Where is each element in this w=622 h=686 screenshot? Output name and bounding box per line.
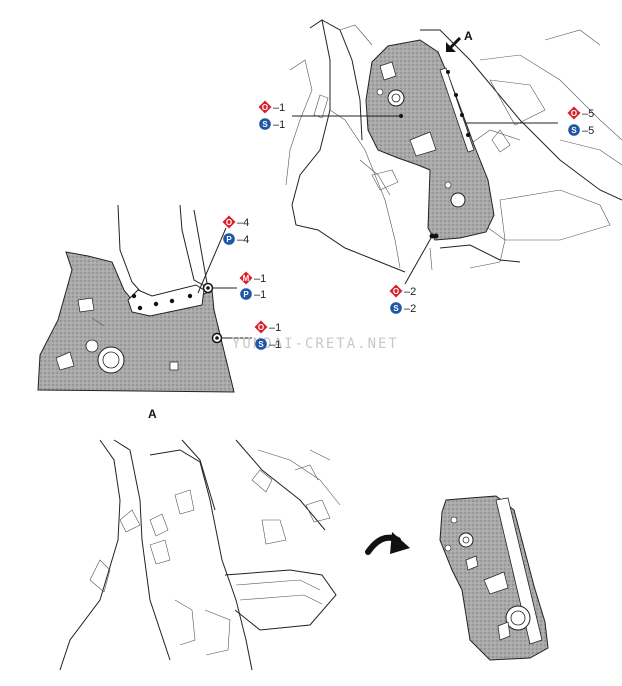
callout-c-s5: S –5 xyxy=(568,124,594,137)
top-panel-stippled xyxy=(365,39,495,241)
leader-lines-detail xyxy=(197,227,252,339)
callout-c-s2: S –2 xyxy=(390,302,416,315)
callout-suffix: –4 xyxy=(237,217,249,229)
callout-c-o1: O –1 xyxy=(258,100,285,114)
detail-letter-a: A xyxy=(148,407,157,421)
bottom-body-line-drawing xyxy=(59,439,341,671)
diamond-badge-icon xyxy=(239,271,253,285)
callout-suffix: –2 xyxy=(404,286,416,298)
callout-c-o2: O –2 xyxy=(389,284,416,298)
circle-badge-icon xyxy=(240,288,252,300)
diamond-badge-icon xyxy=(389,284,403,298)
callout-glyph: M xyxy=(243,274,250,283)
removed-panel-stippled xyxy=(439,495,549,661)
callout-glyph: S xyxy=(262,120,268,129)
callout-suffix: –5 xyxy=(582,125,594,137)
circle-badge-icon xyxy=(390,302,402,314)
diamond-badge-icon xyxy=(254,320,268,334)
callout-c-m1: M –1 xyxy=(239,271,266,285)
diamond-badge-icon xyxy=(567,106,581,120)
callout-c-o1b: O –1 xyxy=(254,320,281,334)
callout-suffix: –2 xyxy=(404,303,416,315)
callout-suffix: –4 xyxy=(237,234,249,246)
callout-glyph: O xyxy=(262,103,268,112)
callout-glyph: S xyxy=(258,340,264,349)
callout-suffix: –5 xyxy=(582,108,594,120)
callout-suffix: –1 xyxy=(254,273,266,285)
callout-glyph: P xyxy=(226,235,232,244)
leader-lines-top xyxy=(292,115,558,285)
view-direction-arrow-icon xyxy=(446,36,462,52)
callout-c-s1: S –1 xyxy=(259,118,285,131)
callout-c-o5: O –5 xyxy=(567,106,594,120)
callout-badges: O–1S–1O–5S–5O–2S–2O–4P–4M–1P–1O–1S–1 xyxy=(222,100,594,351)
circle-badge-icon xyxy=(255,338,267,350)
callout-suffix: –1 xyxy=(273,102,285,114)
circle-badge-icon xyxy=(223,233,235,245)
callout-suffix: –1 xyxy=(254,289,266,301)
callout-suffix: –1 xyxy=(269,339,281,351)
callout-glyph: S xyxy=(393,304,399,313)
callout-c-p4: P –4 xyxy=(223,233,249,246)
watermark: YUNDAI-CRETA.NET xyxy=(232,336,399,352)
callout-c-s1b: S –1 xyxy=(255,338,281,351)
diamond-badge-icon xyxy=(222,215,236,229)
view-letter-a: A xyxy=(464,29,473,43)
callout-glyph: O xyxy=(571,109,577,118)
circle-badge-icon xyxy=(259,118,271,130)
circle-badge-icon xyxy=(568,124,580,136)
curved-removal-arrow-icon xyxy=(365,532,410,555)
callout-suffix: –1 xyxy=(269,322,281,334)
callout-glyph: O xyxy=(393,287,399,296)
callout-glyph: O xyxy=(226,218,232,227)
callout-c-p1: P –1 xyxy=(240,288,266,301)
diamond-badge-icon xyxy=(258,100,272,114)
callout-glyph: O xyxy=(258,323,264,332)
callout-suffix: –1 xyxy=(273,119,285,131)
callout-c-o4: O –4 xyxy=(222,215,249,229)
callout-glyph: S xyxy=(571,126,577,135)
detail-view-panel xyxy=(37,204,235,393)
callout-glyph: P xyxy=(243,290,249,299)
